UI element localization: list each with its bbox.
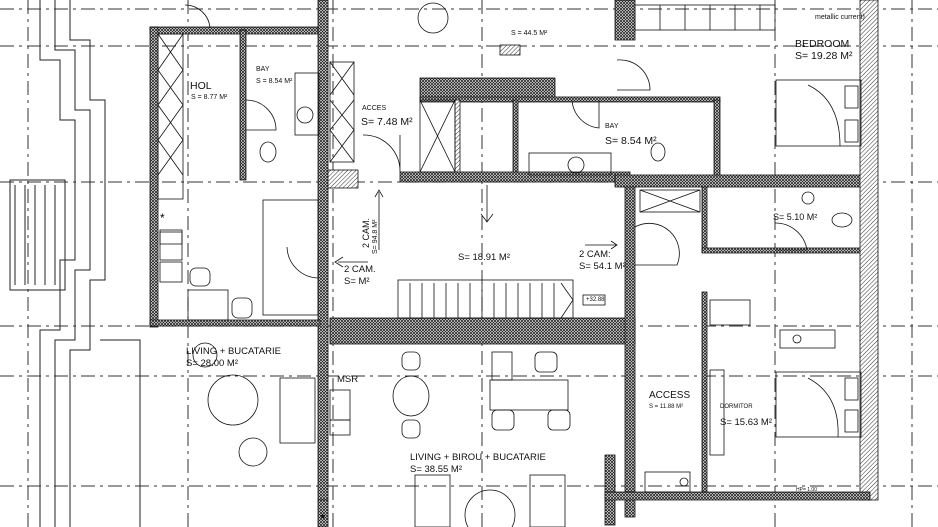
room-area-hall: S= 18.91 M² (458, 252, 511, 263)
room-area-living-left: S= 28.00 M² (186, 358, 239, 369)
room-area-dormitor: S= 15.63 M² (720, 417, 773, 428)
marker-icon: * (160, 211, 165, 225)
stair-left-area: S= M² (344, 276, 370, 287)
room-area-bath-right: S= 5.10 M² (773, 212, 818, 222)
stair-right-label: 2 CAM: (579, 249, 611, 260)
stair-arrows (334, 185, 618, 268)
room-area-access: S = 11.88 M² (649, 404, 684, 410)
doors (184, 4, 808, 279)
room-area-hol: S = 8.77 M² (191, 94, 228, 101)
room-area-bay-left: S = 8.54 M² (256, 78, 293, 85)
window-height-label: HP= 1.00 (796, 487, 817, 493)
staircase (397, 279, 606, 319)
stair-up-label: 2 CAM. (361, 217, 371, 248)
level-mark: +32.88 (586, 297, 605, 303)
room-name-access: ACCESS (649, 390, 691, 401)
room-area-upper: S = 44.5 M² (511, 30, 548, 37)
stair-right-area: S= 54.1 M² (579, 261, 626, 272)
room-name-acces: ACCES (362, 105, 387, 112)
furniture (157, 2, 862, 527)
room-name-msr: MSR (337, 374, 359, 385)
marker-icon: * (320, 510, 326, 526)
note-label: metallic current) (815, 14, 865, 21)
room-name-dormitor: DORMITOR (720, 404, 753, 410)
facade-outline (9, 0, 141, 527)
room-area-bay-center: S= 8.54 M² (605, 135, 657, 147)
room-area-bedroom: S= 19.28 M² (795, 50, 853, 62)
room-name-hol: HOL (190, 80, 212, 92)
room-name-living-center: LIVING + BIROU + BUCATARIE (410, 452, 546, 463)
room-name-bay-left: BAY (256, 66, 270, 73)
room-area-acces: S= 7.48 M² (361, 116, 413, 128)
room-name-bay-center: BAY (605, 123, 619, 130)
room-name-living-left: LIVING + BUCATARIE (186, 346, 281, 357)
room-name-bedroom: BEDROOM (795, 38, 850, 50)
stair-up-area: S= 94.8 M² (372, 219, 379, 254)
room-area-living-center: S= 38.55 M² (410, 464, 463, 475)
stair-left-label: 2 CAM. (344, 264, 376, 275)
